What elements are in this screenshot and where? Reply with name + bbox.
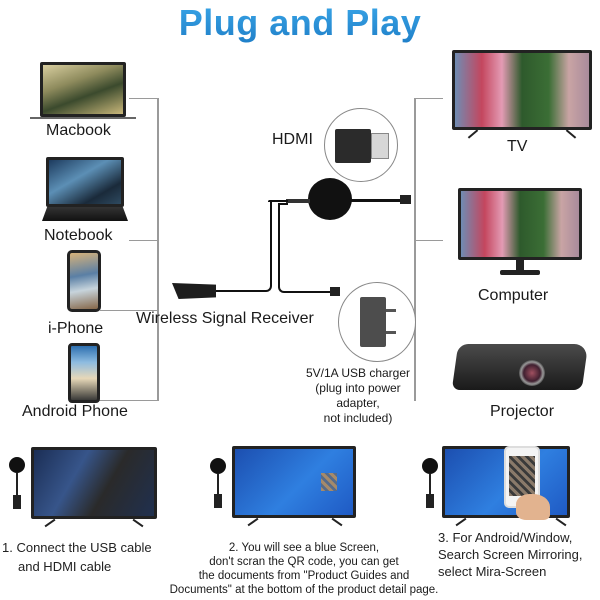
tv-leg [247,517,259,527]
usb-plug [330,287,340,296]
hand-icon [516,494,550,520]
step-2-blue-screen [232,446,356,518]
output-computer [458,188,582,284]
source-notebook [40,157,130,223]
charger-label-line: (plug into power adapter, [315,381,401,410]
monitor-icon [458,188,582,260]
source-macbook [28,62,138,119]
tv-leg [455,517,467,527]
page-title: Plug and Play [0,2,600,44]
connector-line [98,400,159,401]
source-label-notebook: Notebook [44,227,113,244]
step-1-text: 1. Connect the USB cable and HDMI cable [2,538,202,576]
tv-leg [467,129,479,139]
hdmi-cable-plug [400,195,411,204]
step-1-tv-screen [31,447,157,519]
notebook-keyboard [42,207,128,221]
tv-leg [565,129,577,139]
charger-label-line: 5V/1A USB charger [305,366,411,380]
usb-plug-icon [13,495,21,509]
usb-plug-icon [426,494,434,508]
output-label-computer: Computer [478,287,549,304]
step-2-line: the documents from "Product Guides and [198,570,410,582]
dongle-icon [210,458,226,474]
hdmi-connector-icon [335,129,371,163]
charger-zoom-circle [338,282,416,362]
charger-prong [386,309,396,312]
charger-label-line: not included) [323,411,393,425]
step-3-line: Search Screen Mirroring, [438,547,583,562]
wireless-receiver-dongle [308,178,352,220]
projector-lens [519,360,545,386]
output-label-projector: Projector [490,403,555,420]
source-label-iphone: i-Phone [48,320,104,337]
step-3-text: 3. For Android/Window, Search Screen Mir… [438,529,600,580]
tv-leg [555,517,567,527]
dongle-cable [16,473,18,495]
tv-leg [44,518,56,528]
hdmi-zoom-circle [324,108,398,182]
step-3-line: select Mira-Screen [438,564,547,579]
step-2-line: 2. You will see a blue Screen, [228,542,380,554]
macbook-icon [40,62,126,117]
android-phone-icon [68,343,100,403]
source-label-android-phone: Android Phone [22,403,128,420]
notebook-icon [46,157,124,207]
usb-power-cable [278,203,334,293]
monitor-base [500,270,540,275]
receiver-label: Wireless Signal Receiver [136,310,314,327]
receiver-cable [216,200,272,292]
dongle-icon [422,458,438,474]
step-2-text: 2. You will see a blue Screen, don't scr… [168,541,440,597]
dongle-icon [9,457,25,473]
connector-line [129,240,159,241]
tv-leg [132,518,144,528]
tv-leg [331,517,343,527]
step-3-image [420,444,580,528]
output-tv [452,50,592,142]
macbook-base [30,117,136,119]
connector-line [414,98,443,99]
projector-icon [451,338,589,394]
hdmi-cable [350,199,410,202]
wireless-signal-receiver-icon [172,283,216,299]
step-2-line: Documents" at the bottom of the product … [169,584,439,596]
hdmi-label: HDMI [272,131,313,148]
step-2-line: don't scran the QR code, you can get [209,556,399,568]
connector-line [100,310,159,311]
connector-line [157,98,159,401]
iphone-icon [67,250,101,312]
dongle-cable [217,474,219,494]
step-1-image [5,445,157,528]
hdmi-plug-tip [371,133,389,159]
receiver-cable-vertical [268,200,288,202]
charger-label: 5V/1A USB charger (plug into power adapt… [294,366,422,426]
step-2-image [208,444,378,527]
usb-power-cable-top [278,203,288,205]
dongle-cable [429,474,431,494]
connector-line [414,98,416,401]
step-1-line: 1. Connect the USB cable [2,540,152,555]
step-3-line: 3. For Android/Window, [438,530,573,545]
step-1-line: and HDMI cable [18,559,112,574]
monitor-stand [516,260,524,270]
charger-prong [386,331,396,334]
phone-screen [509,456,535,496]
tv-icon [452,50,592,130]
usb-cable-stub [286,199,310,203]
source-label-macbook: Macbook [46,122,111,139]
output-label-tv: TV [507,138,528,155]
usb-plug-icon [214,494,222,508]
qr-code-icon [321,473,337,491]
connector-line [129,98,159,99]
usb-charger-icon [360,297,386,347]
connector-line [414,240,443,241]
